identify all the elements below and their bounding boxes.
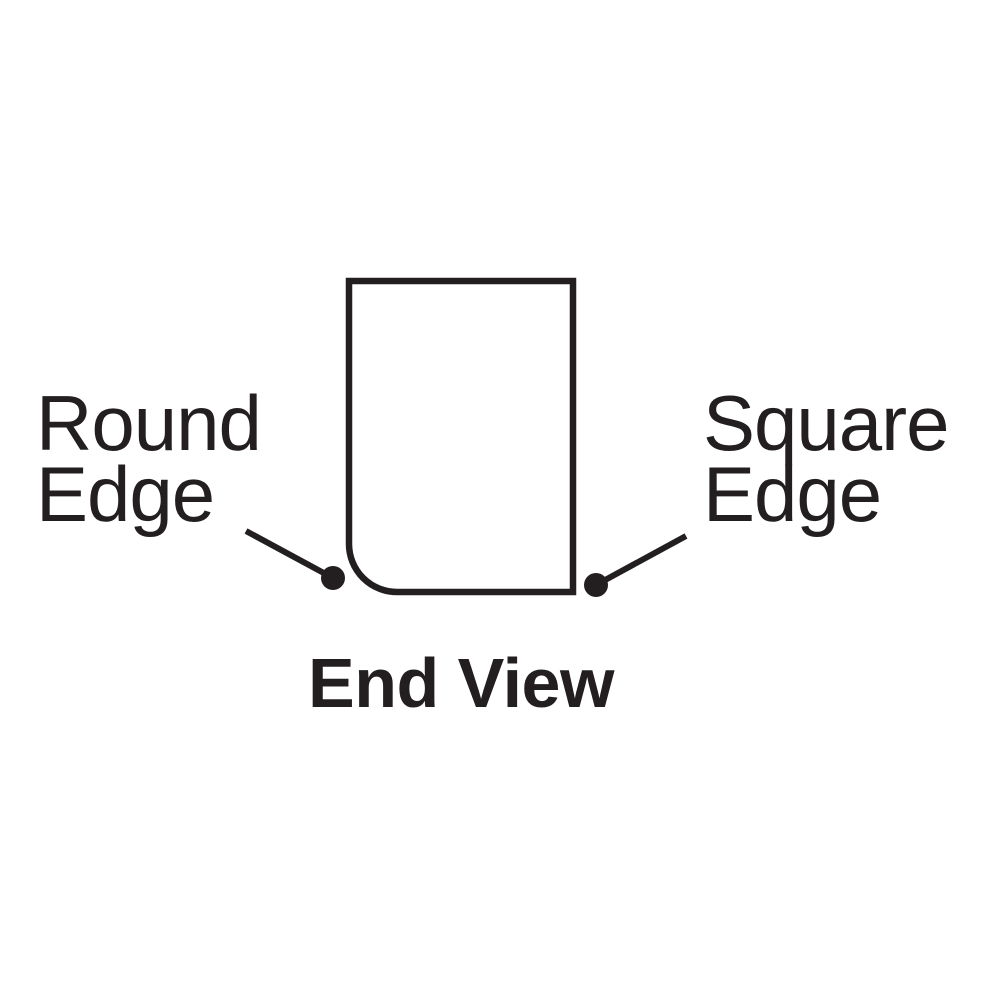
square-edge-leader-line	[594, 533, 688, 588]
round-edge-label-line2: Edge	[36, 450, 214, 538]
round-edge-label-line1: Round	[36, 379, 261, 467]
square-edge-label-line1: Square	[703, 379, 949, 467]
round-edge-leader-line	[244, 528, 335, 581]
end-view-profile-outline	[345, 277, 577, 596]
square-edge-point-marker	[584, 573, 608, 597]
round-edge-point-marker	[321, 566, 345, 590]
square-edge-label-line2: Edge	[703, 450, 881, 538]
end-view-caption: End View	[308, 644, 615, 722]
